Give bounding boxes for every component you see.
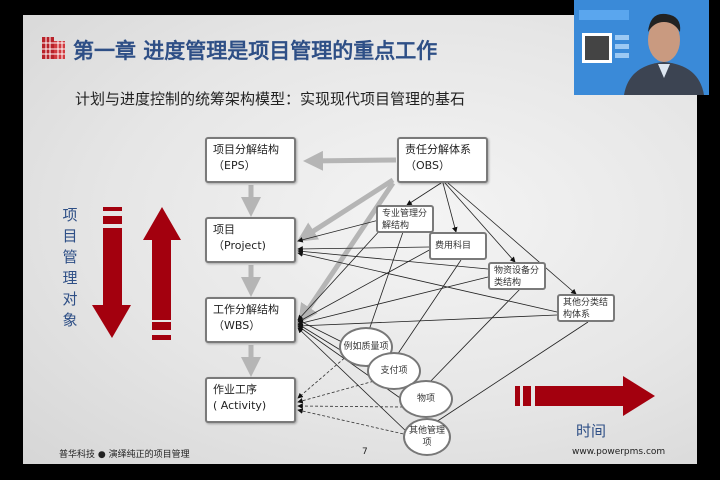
slide-subtitle: 计划与进度控制的统筹架构模型：实现现代项目管理的基石 bbox=[75, 90, 466, 108]
diagram-connectors bbox=[92, 150, 655, 436]
building-logo-icon bbox=[42, 37, 65, 59]
presenter-video-frame bbox=[574, 0, 709, 95]
node-project: 项目（Project) bbox=[205, 217, 296, 263]
footer-company: 普华科技 ● 演绎纯正的项目管理 bbox=[59, 450, 190, 460]
footer-website: www.powerpms.com bbox=[572, 447, 666, 457]
node-material-item: 物项 bbox=[399, 380, 453, 418]
down-arrow-red bbox=[92, 207, 131, 338]
node-wbs: 工作分解结构（WBS） bbox=[205, 297, 296, 343]
page-number: 7 bbox=[362, 447, 368, 457]
node-material-structure: 物资设备分类结构 bbox=[488, 262, 546, 290]
node-eps: 项目分解结构（EPS） bbox=[205, 137, 296, 183]
time-label: 时间 bbox=[576, 422, 607, 440]
time-arrow-red bbox=[515, 376, 655, 416]
node-cost-account: 费用科目 bbox=[429, 232, 487, 260]
node-other-structure: 其他分类结构体系 bbox=[557, 294, 615, 322]
node-other-mgmt-item: 其他管理项 bbox=[403, 418, 451, 456]
node-obs: 责任分解体系（OBS） bbox=[397, 137, 488, 183]
up-arrow-red bbox=[143, 207, 181, 340]
node-payment-item: 支付项 bbox=[367, 352, 421, 390]
node-activity: 作业工序( Activity) bbox=[205, 377, 296, 423]
slide-title: 第一章 进度管理是项目管理的重点工作 bbox=[73, 39, 438, 63]
presenter-webcam-video bbox=[574, 0, 709, 95]
project-objects-label: 项目管理对象 bbox=[62, 206, 78, 329]
node-professional-breakdown: 专业管理分解结构 bbox=[376, 205, 434, 233]
